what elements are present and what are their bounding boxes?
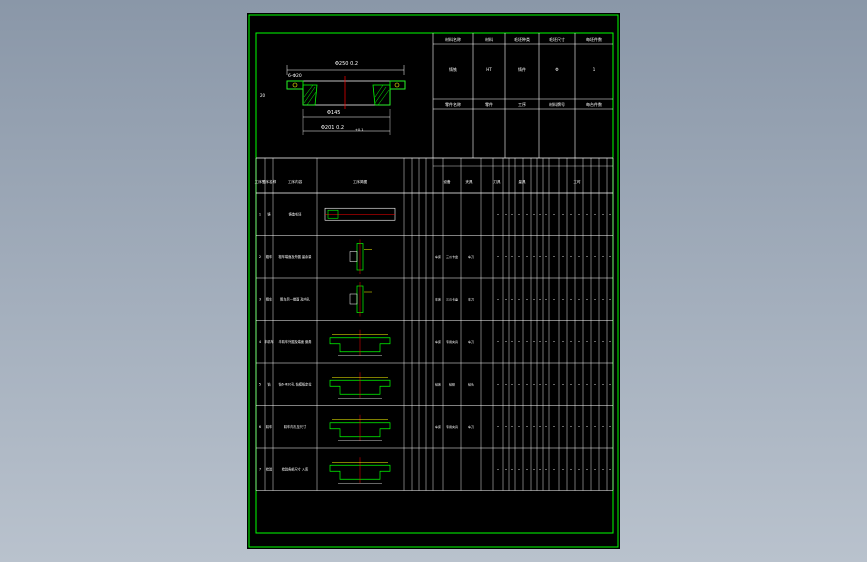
table-row-name: 检验 [266, 466, 273, 471]
title-block-value: 1 [593, 67, 596, 72]
title-block-label: 材料牌号 [549, 101, 565, 107]
dim-bottom-dia: Φ201 0.2 [321, 125, 344, 131]
table-row-tool: 车刀 [468, 296, 474, 301]
inner-frame [255, 32, 614, 534]
table-row-fixture: 三爪卡盘 [446, 254, 458, 259]
table-row-fixture: 专用夹具 [446, 339, 458, 344]
table-header: 工序内容 [288, 179, 303, 184]
operation-sketch [329, 457, 391, 484]
table-header: 设备 [443, 179, 451, 184]
operation-sketch [349, 282, 372, 317]
title-block-value: Φ [555, 67, 558, 72]
part-section-view: Φ250 0.2 6-Φ20 20 Φ145 [260, 61, 406, 135]
table-row-tool: 车刀 [468, 339, 474, 344]
table-header: 工序号 [255, 179, 266, 184]
table-row-fixture: 钻模 [449, 381, 455, 386]
table-row-fixture: 专用夹具 [446, 424, 458, 429]
process-card-drawing: 材料名称 材料 毛坯种类 毛坯尺寸 每坯件数 铸铁 HT 铸件 Φ 1 零件名称 零件 工序 材料牌号… [248, 14, 619, 548]
table-row-tool: 车刀 [468, 254, 474, 259]
operation-sketch [329, 414, 391, 441]
table-header: 工序名称 [262, 179, 277, 184]
table-row-name: 粗车 [266, 296, 272, 301]
table-row-tool: 车刀 [468, 424, 474, 429]
title-block-label: 每台件数 [586, 101, 602, 107]
operation-sketch [329, 329, 391, 356]
operation-sketch [349, 239, 372, 274]
table-row-content: 半精车外圆及端面 倒角 [279, 339, 312, 344]
table-header: 刀具 [493, 179, 501, 184]
title-block [432, 33, 613, 158]
dim-bottom-tol: +0.1 [355, 128, 364, 132]
dim-hole-callout: 6-Φ20 [288, 73, 302, 79]
title-block-label: 材料名称 [445, 36, 461, 42]
title-block-label: 工序 [518, 101, 526, 107]
title-block-label: 零件 [485, 101, 493, 107]
title-block-label: 每坯件数 [586, 36, 602, 42]
dim-inner-dia: Φ145 [327, 110, 340, 116]
title-block-value: HT [486, 67, 492, 72]
title-block-top-labels: 材料名称 材料 毛坯种类 毛坯尺寸 每坯件数 [445, 36, 602, 42]
table-row-number: 1 [259, 212, 261, 216]
table-row-number: 2 [259, 255, 261, 259]
table-header: 夹具 [465, 179, 473, 184]
table-row-equipment: 车床 [435, 296, 441, 301]
title-block-label: 毛坯尺寸 [549, 36, 565, 42]
table-row-content: 粗车端面及外圆 留余量 [279, 254, 313, 259]
table-row-number: 3 [259, 297, 261, 301]
title-block-label: 材料 [485, 36, 493, 42]
table-header: 工序简图 [353, 179, 368, 184]
table-row-content: 精车内孔至尺寸 [284, 424, 307, 429]
table-header: 工时 [573, 179, 581, 184]
operation-sketch [324, 207, 396, 221]
table-row-content: 粗车另一端面 及内孔 [280, 296, 311, 301]
table-row-name: 粗车 [266, 254, 272, 259]
dim-left-height: 20 [260, 93, 266, 98]
table-row-fixture: 三爪卡盘 [446, 296, 458, 301]
outer-frame [248, 14, 619, 548]
dim-top-outer: Φ250 0.2 [335, 61, 358, 67]
title-block-value: 铸铁 [449, 66, 457, 72]
table-row-number: 6 [259, 425, 261, 429]
title-block-label: 零件名称 [445, 101, 461, 107]
table-header: 量具 [518, 179, 526, 184]
title-block-value: 铸件 [518, 66, 526, 72]
table-row-name: 钻 [267, 381, 271, 386]
drawing-sheet: 材料名称 材料 毛坯种类 毛坯尺寸 每坯件数 铸铁 HT 铸件 Φ 1 零件名称 零件 工序 材料牌号… [247, 13, 620, 549]
table-row-name: 铸 [267, 211, 271, 216]
table-row-equipment: 车床 [435, 424, 441, 429]
table-row-number: 5 [259, 382, 261, 386]
table-row-equipment: 钻床 [435, 381, 441, 386]
table-row-name: 半精车 [264, 339, 274, 344]
table-row-number: 7 [259, 467, 261, 471]
operation-sketch [329, 372, 391, 399]
table-row-name: 精车 [266, 424, 272, 429]
title-block-bottom-labels: 零件名称 零件 工序 材料牌号 每台件数 [445, 101, 602, 107]
table-row-tool: 钻头 [468, 381, 474, 386]
table-row-content: 铸造毛坯 [289, 211, 303, 216]
title-block-values: 铸铁 HT 铸件 Φ 1 [449, 66, 596, 72]
table-row-number: 4 [259, 340, 262, 344]
table-row-equipment: 车床 [435, 254, 441, 259]
table-row-equipment: 车床 [435, 339, 441, 344]
table-row-content: 检验各部尺寸 入库 [282, 466, 309, 471]
title-block-label: 毛坯种类 [514, 36, 530, 42]
table-row-content: 钻6-Φ20孔 钻模板定位 [278, 381, 312, 386]
